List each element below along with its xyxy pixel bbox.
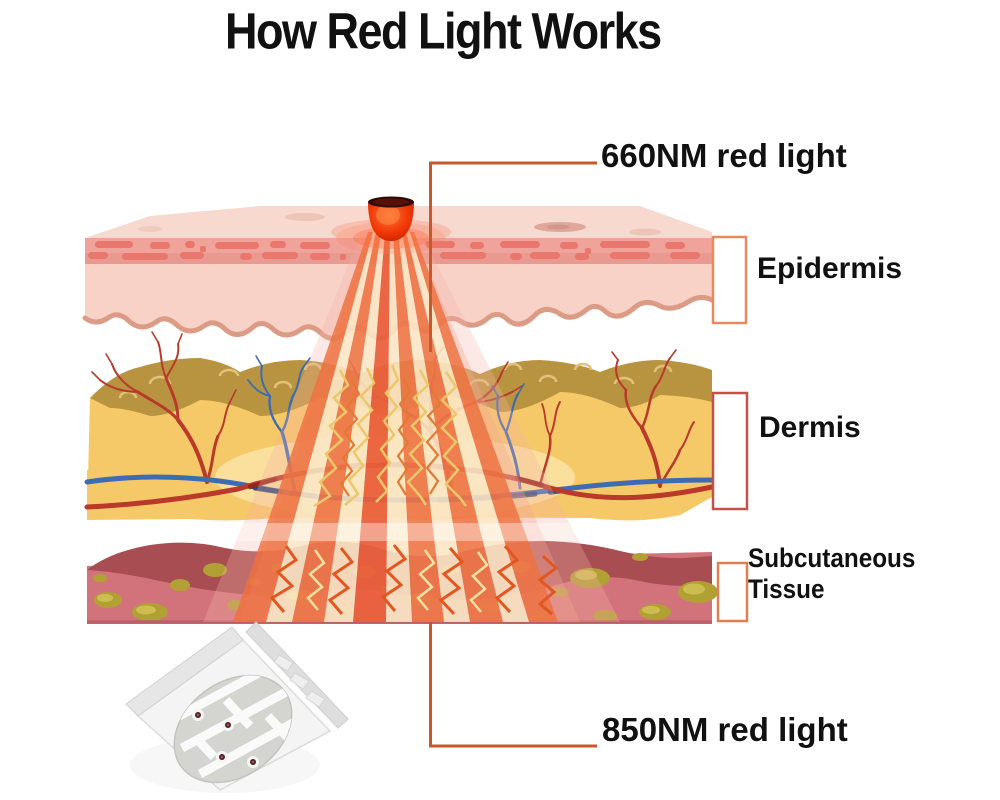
subcutaneous-bracket xyxy=(716,561,749,623)
red-led-emitter-icon xyxy=(336,196,446,254)
smd-led-chip-icon xyxy=(125,621,349,793)
photon-zigzags-subq-cream xyxy=(306,549,489,613)
chip-led-dies xyxy=(192,709,259,768)
label-epidermis: Epidermis xyxy=(757,252,903,285)
connector-660nm xyxy=(429,161,597,352)
label-660nm-red-light: 660NM red light xyxy=(601,137,847,174)
label-dermis: Dermis xyxy=(759,411,861,444)
dermis-bracket xyxy=(711,391,749,511)
connector-850nm xyxy=(429,622,597,748)
photon-zigzags-dermis-orange xyxy=(339,377,442,497)
photon-zigzags-subq xyxy=(269,544,559,616)
chip-traces xyxy=(165,664,305,778)
light-beams xyxy=(203,232,620,622)
layer-brackets xyxy=(711,235,749,623)
epidermis-bracket xyxy=(711,235,748,325)
label-850nm-red-light: 850NM red light xyxy=(602,711,848,748)
page-title: How Red Light Works xyxy=(225,2,662,61)
epidermis-cell-dashes xyxy=(88,241,700,260)
label-subcutaneous-tissue: Subcutaneous Tissue xyxy=(748,543,916,604)
photon-zigzags-dermis xyxy=(313,364,467,508)
